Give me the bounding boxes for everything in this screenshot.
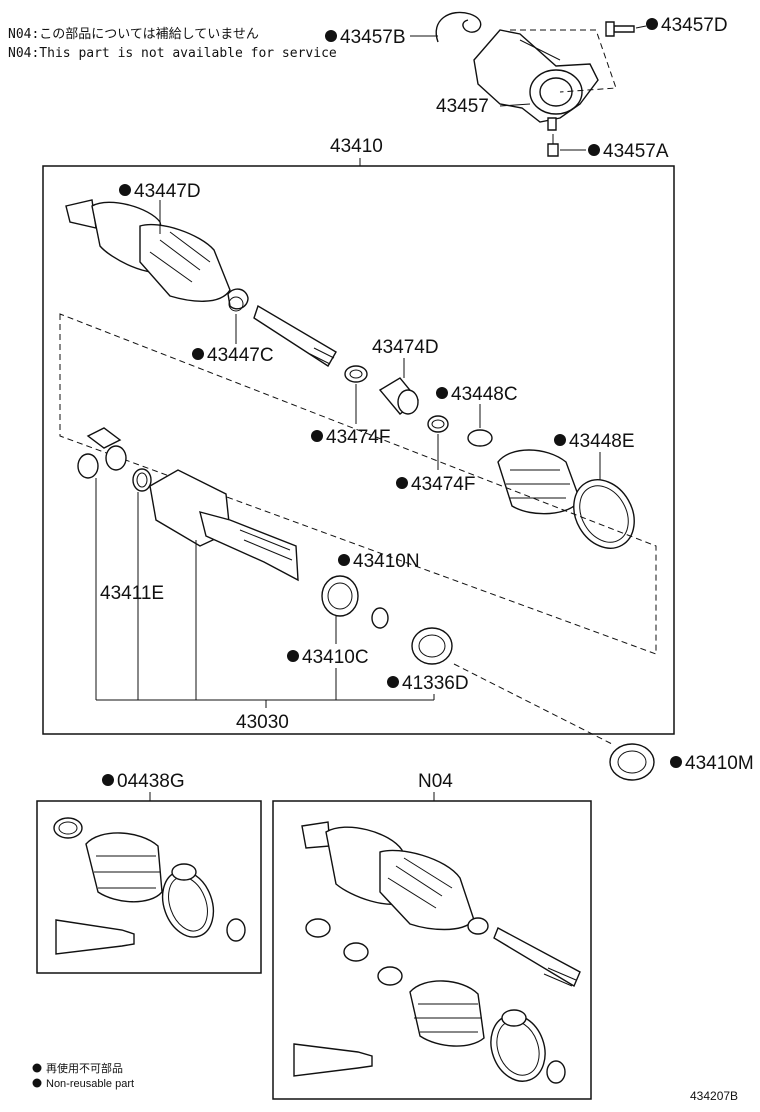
label-43410C: 43410C (302, 647, 369, 668)
kit-04438G-box (36, 800, 262, 974)
label-43411E: 43411E (100, 583, 164, 604)
label-43457B: 43457B (340, 27, 406, 48)
legend-text-ja: 再使用不可部品 (46, 1061, 123, 1075)
label-43474F-b: 43474F (411, 474, 475, 495)
label-43410: 43410 (330, 136, 383, 157)
non-reusable-dot-43447C (192, 348, 204, 360)
label-41336D: 41336D (402, 673, 469, 694)
label-43448E: 43448E (569, 431, 635, 452)
outer-joint-boot-drawing (65, 199, 337, 367)
kit-N04-parts (293, 821, 581, 1084)
label-N04: N04 (418, 771, 453, 792)
bracket-43457-drawing (435, 11, 635, 131)
non-reusable-dot-43457A (588, 144, 600, 156)
label-43457: 43457 (436, 96, 489, 117)
bracket-43030-lines (95, 478, 435, 708)
non-reusable-dot-43474F-b (396, 477, 408, 489)
kit-04438G-parts (53, 817, 246, 955)
legend-dot-ja (32, 1063, 42, 1073)
non-reusable-dot-43410C (287, 650, 299, 662)
label-43447C: 43447C (207, 345, 274, 366)
label-43030: 43030 (236, 712, 289, 733)
inboard-joint-dashed-outline (59, 313, 657, 655)
inner-boot-drawing (497, 449, 635, 549)
legend-dot-en (32, 1078, 42, 1088)
damper-43474D-drawing (344, 365, 493, 447)
note-n04-japanese: N04:この部品については補給していません (8, 27, 259, 42)
label-43410M: 43410M (685, 753, 754, 774)
label-04438G: 04438G (117, 771, 185, 792)
note-n04-english: N04:This part is not available for servi… (8, 46, 337, 61)
bolt-43457A-drawing (547, 134, 559, 157)
label-43448C: 43448C (451, 384, 518, 405)
non-reusable-dot-43448E (554, 434, 566, 446)
non-reusable-dot-04438G (102, 774, 114, 786)
label-43474D: 43474D (372, 337, 439, 358)
legend-text-en: Non-reusable part (46, 1078, 134, 1090)
assembly-43410-box (42, 165, 675, 735)
label-43447D: 43447D (134, 181, 201, 202)
bearing-43410M-drawing (609, 743, 655, 781)
non-reusable-dot-43410N (338, 554, 350, 566)
label-43474F-a: 43474F (326, 427, 390, 448)
label-43457D: 43457D (661, 15, 728, 36)
non-reusable-dot-43448C (436, 387, 448, 399)
non-reusable-dot-43457D (646, 18, 658, 30)
diagram-id: 434207B (690, 1089, 738, 1103)
kit-N04-box (272, 800, 592, 1100)
non-reusable-dot-43447D (119, 184, 131, 196)
non-reusable-dot-41336D (387, 676, 399, 688)
non-reusable-dot-43457B (325, 30, 337, 42)
label-43410N: 43410N (353, 551, 420, 572)
inboard-joint-drawing (77, 427, 453, 665)
non-reusable-dot-43474F-a (311, 430, 323, 442)
non-reusable-dot-43410M (670, 756, 682, 768)
label-43457A: 43457A (603, 141, 669, 162)
